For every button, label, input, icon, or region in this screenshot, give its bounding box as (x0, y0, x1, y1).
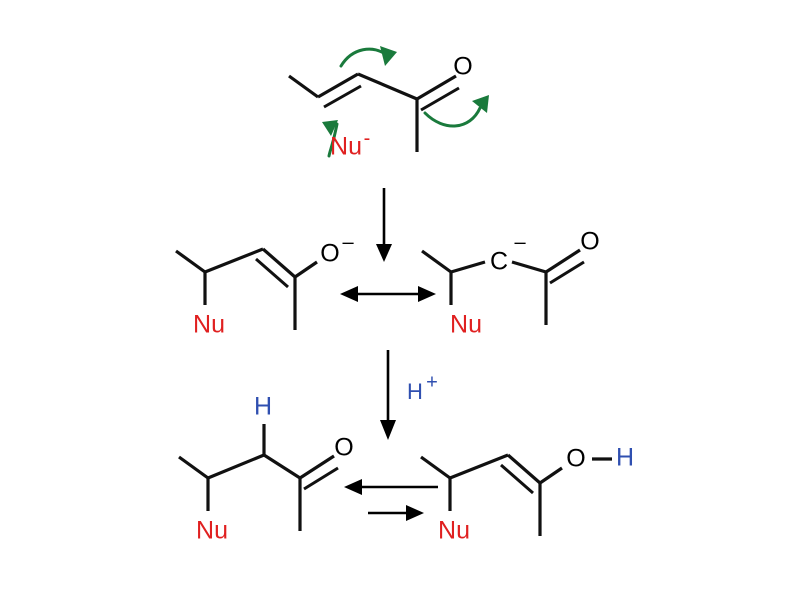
bond-c4-c3-double-inner (323, 84, 362, 109)
enol-bond-c3-c2-inner (500, 463, 534, 495)
bond-c2-o-double-inner (420, 86, 460, 112)
carbanion-bond-c2-o-inner (549, 260, 585, 285)
enol-bond-c3-c2-outer (506, 453, 542, 485)
resonance-arrowhead-left (340, 286, 358, 302)
equilibrium-arrowhead-right (406, 505, 424, 521)
carbonyl-oxygen-label-top: O (453, 53, 472, 81)
resonance-arrow (340, 286, 436, 302)
carbanion-bond-methyl-c4 (421, 249, 452, 274)
enol-oxygen-label: O (566, 445, 585, 473)
carbanion-carbon-label: C (490, 248, 508, 276)
structure-enol: O H Nu (420, 444, 634, 545)
reaction-arrow-step2: H + (380, 350, 438, 440)
enolate-bond-c3-c2-outer (261, 247, 297, 279)
keto-bond-c2-o-inner (303, 466, 339, 491)
resonance-arrowhead-right (418, 286, 436, 302)
carbonyl-shift-arrow-tail (423, 106, 482, 128)
nucleophile-charge-top: - (364, 127, 371, 149)
step2-arrowhead (380, 420, 396, 440)
equilibrium-arrowhead-left (344, 479, 362, 495)
tautomer-equilibrium-arrows (344, 479, 438, 521)
alpha-hydrogen-label: H (254, 393, 272, 421)
proton-reagent-charge: + (426, 371, 438, 393)
enol-hydroxyl-hydrogen-label: H (616, 444, 634, 472)
enolate-bond-c4-c3 (204, 247, 264, 274)
nucleophile-label-enolate: Nu (193, 311, 225, 339)
structure-enone: O Nu - (288, 46, 489, 161)
carbanion-charge: – (514, 231, 526, 253)
structure-carbanion: C – O Nu (421, 228, 600, 339)
enol-bond-c4-c3 (449, 453, 509, 480)
carbanion-bond-c3-c2 (511, 260, 547, 274)
nucleophile-label-carbanion: Nu (450, 311, 482, 339)
nucleophile-label-keto: Nu (196, 517, 228, 545)
nucleophile-label-enol: Nu (438, 517, 470, 545)
bond-c3-to-c2 (357, 72, 418, 101)
nucleophile-label-top: Nu (330, 133, 362, 161)
keto-bond-methyl-c4 (178, 455, 209, 480)
nu-attack-arrow-tail (327, 122, 339, 158)
enolate-bond-c2-o (294, 260, 318, 279)
keto-bond-c3-c2 (263, 453, 301, 480)
carbonyl-shift-arrowhead (472, 95, 489, 113)
enolate-bond-c3-c2-inner (255, 257, 289, 289)
nu-attack-arrowhead (322, 120, 338, 136)
bond-methyl-to-c4 (288, 74, 319, 99)
enol-bond-methyl-c4 (420, 455, 451, 480)
structure-enolate: O – Nu (175, 231, 354, 339)
keto-bond-c4-c3 (207, 453, 265, 480)
step1-arrowhead (376, 244, 392, 262)
proton-reagent-label: H (407, 379, 423, 404)
enolate-oxygen-label: O (320, 240, 339, 268)
carbanion-bond-c2-o-outer (545, 248, 581, 274)
bond-c4-c3-double-outer (317, 72, 359, 99)
enolate-oxygen-charge: – (342, 231, 354, 253)
carbanion-oxygen-label: O (580, 228, 599, 256)
structure-keto-product: H O Nu (178, 393, 354, 545)
enol-bond-c2-o (539, 466, 563, 485)
keto-oxygen-label: O (334, 434, 353, 462)
enolate-bond-methyl-c4 (175, 249, 206, 274)
bond-c2-o-double-outer (416, 74, 457, 101)
keto-bond-c2-o-outer (299, 454, 335, 480)
carbanion-bond-c4-c3 (450, 260, 486, 274)
alkene-shift-arrowhead (380, 46, 397, 66)
reaction-arrow-step1 (376, 188, 392, 262)
